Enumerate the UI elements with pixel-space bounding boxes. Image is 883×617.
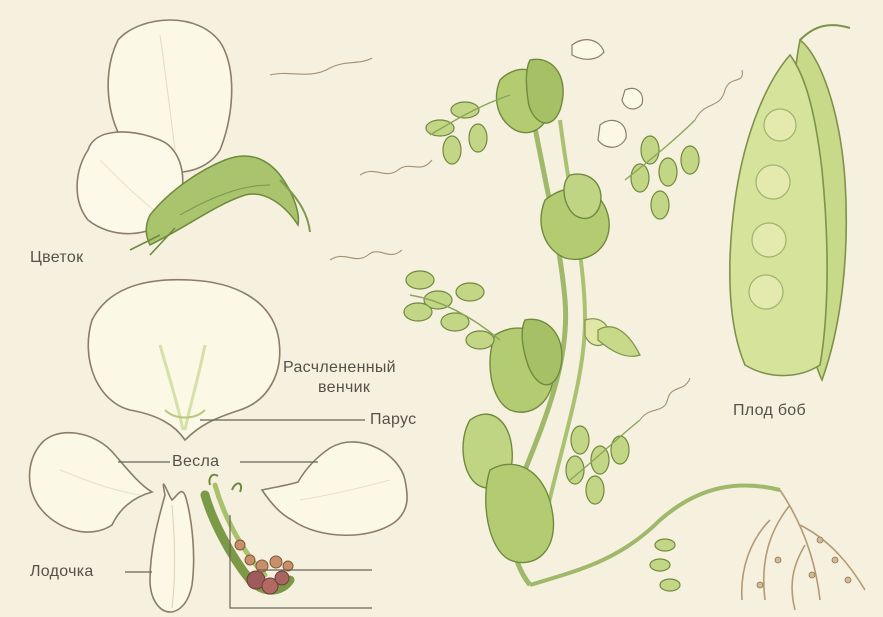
label-sail: Парус xyxy=(370,412,416,428)
label-corolla-line1: Расчлененный xyxy=(283,360,396,376)
label-keel: Лодочка xyxy=(30,564,94,580)
label-flower: Цветок xyxy=(30,250,83,266)
label-fruit: Плод боб xyxy=(733,403,806,419)
label-corolla-line2: венчик xyxy=(318,380,370,396)
label-oars: Весла xyxy=(172,454,219,470)
